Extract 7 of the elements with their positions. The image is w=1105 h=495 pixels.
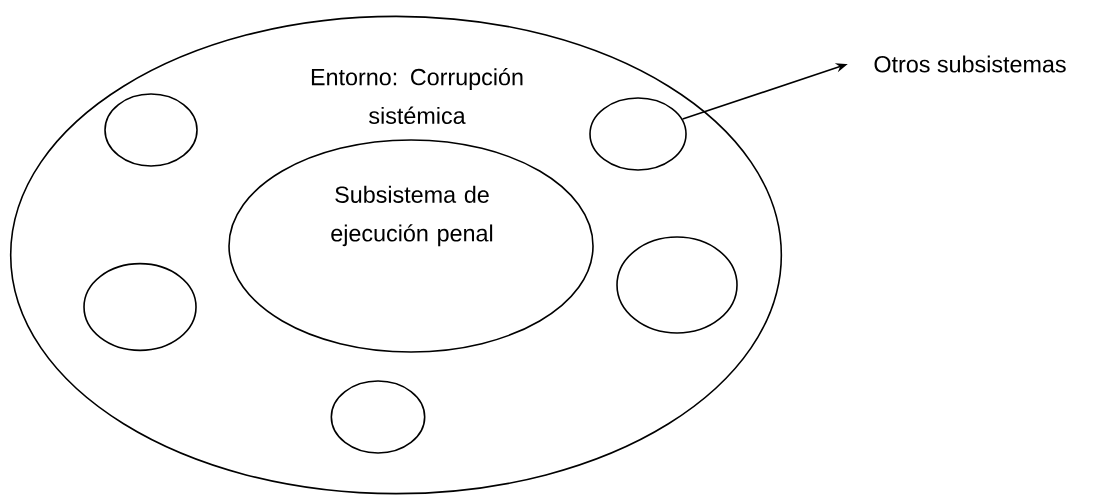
subsystem-circle (589, 97, 687, 171)
ellipse-region: Subsistema de ejecución penal (228, 139, 594, 353)
subsystem-circle (83, 262, 197, 352)
node-label: Otros subsistemas (874, 55, 1066, 73)
subsystem-circle (104, 93, 198, 167)
subsystem-circle (616, 236, 738, 334)
subsystem-circle (330, 380, 426, 454)
